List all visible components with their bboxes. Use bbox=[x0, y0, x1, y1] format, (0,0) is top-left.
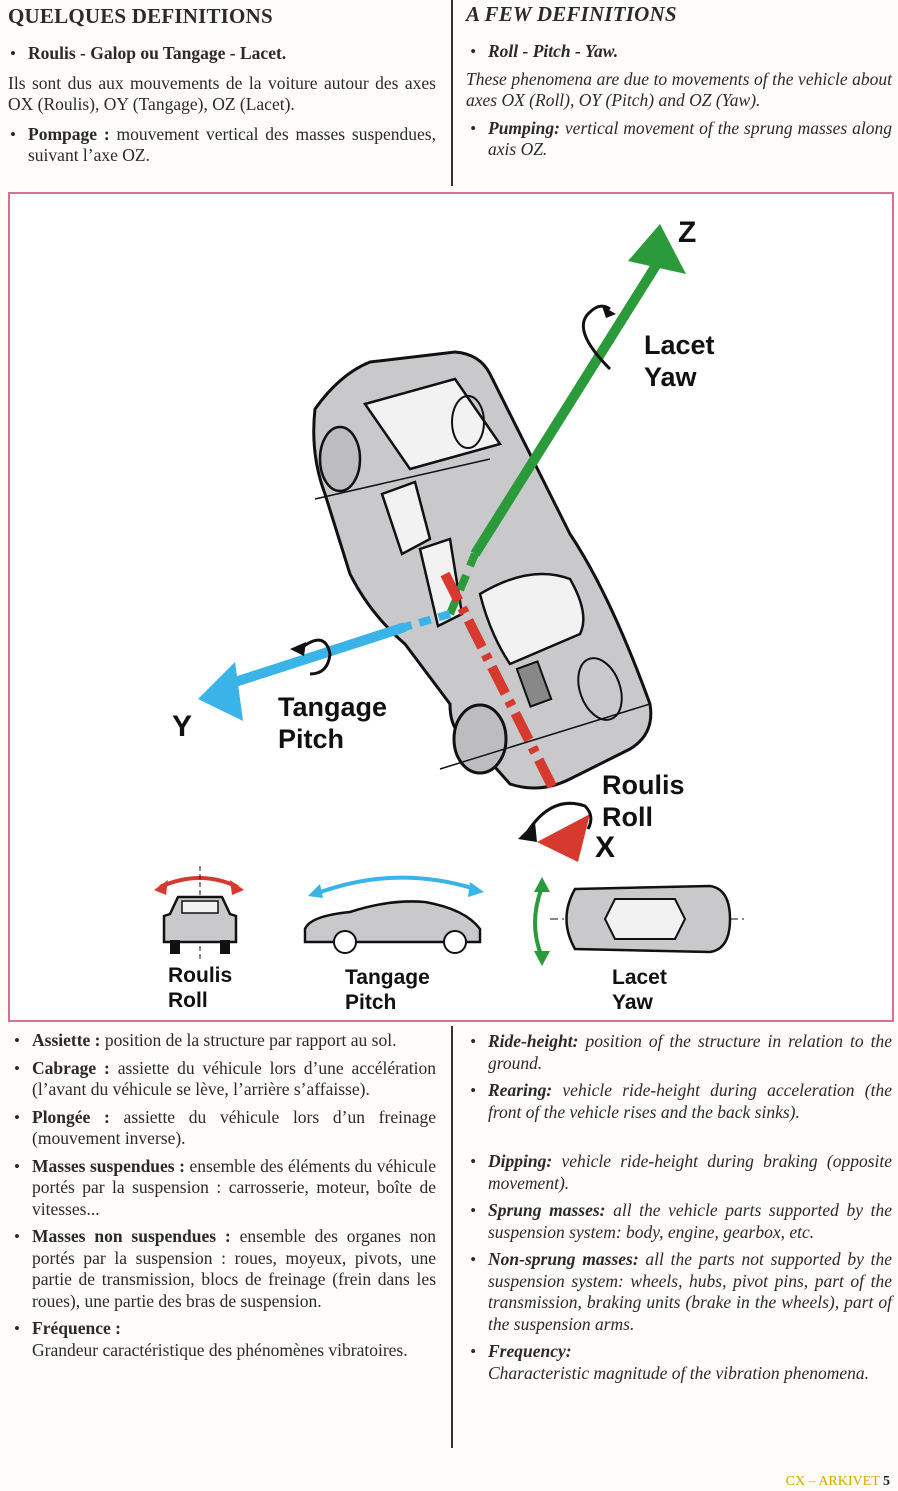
definition-rearing: Rearing: vehicle ride-height during acce… bbox=[466, 1080, 892, 1123]
definition-frequency-text: Characteristic magnitude of the vibratio… bbox=[488, 1362, 870, 1383]
small-roll-arrowhead-left bbox=[154, 880, 168, 895]
label-tangage: Tangage bbox=[278, 692, 387, 722]
definition-masses-suspendues: Masses suspendues : ensemble des élément… bbox=[12, 1156, 436, 1221]
definition-dipping: Dipping: vehicle ride-height during brak… bbox=[466, 1151, 892, 1194]
small-pitch-arrow bbox=[314, 875, 476, 896]
small-roll-window bbox=[181, 900, 219, 914]
small-label-pitch: Pitch bbox=[345, 991, 396, 1014]
roll-text-en: These phenomena are due to movements of … bbox=[466, 68, 892, 111]
label-pitch: Pitch bbox=[278, 724, 344, 754]
axes-diagram: Z Y X Lacet Yaw Tangage Pitch Roulis Rol… bbox=[8, 192, 894, 1022]
small-pitch-wheel-rear bbox=[333, 930, 357, 954]
roulis-title-fr: Roulis - Galop ou Tangage - Lacet. bbox=[8, 43, 436, 65]
front-axle-line bbox=[439, 703, 651, 770]
heading-en: A FEW DEFINITIONS bbox=[466, 2, 677, 26]
definition-ride-height: Ride-height: position of the structure i… bbox=[466, 1031, 892, 1074]
small-yaw-arrowhead-bottom bbox=[534, 951, 550, 966]
y-axis-hidden bbox=[403, 610, 452, 631]
small-pitch-arrowhead-left bbox=[308, 884, 323, 898]
side-window-rear bbox=[380, 480, 432, 556]
top-english-column: A FEW DEFINITIONS Roll - Pitch - Yaw. Th… bbox=[466, 2, 892, 161]
roll-rotation-arrowhead bbox=[518, 822, 537, 842]
z-axis-arrowhead bbox=[628, 224, 686, 274]
label-yaw: Yaw bbox=[644, 362, 698, 392]
bottom-english-column: Ride-height: position of the structure i… bbox=[466, 1031, 892, 1384]
top-french-column: QUELQUES DEFINITIONS Roulis - Galop ou T… bbox=[8, 4, 436, 167]
yaw-rotation-arrow bbox=[581, 304, 612, 371]
page-number: 5 bbox=[883, 1474, 890, 1489]
pitch-rotation-arrow bbox=[299, 638, 332, 676]
front-wheel-right bbox=[577, 657, 623, 721]
car-body bbox=[312, 350, 653, 790]
small-label-roulis: Roulis bbox=[168, 964, 232, 987]
roll-rotation-arrow bbox=[523, 801, 593, 837]
definition-assiette: Assiette : position de la structure par … bbox=[12, 1030, 436, 1052]
watermark: CX – ARKIVET bbox=[785, 1474, 880, 1489]
headlamp bbox=[515, 660, 553, 708]
small-label-lacet: Lacet bbox=[612, 966, 667, 989]
small-pitch-figure: Tangage Pitch bbox=[303, 875, 484, 1014]
z-axis-label: Z bbox=[678, 216, 696, 249]
definition-non-sprung-masses: Non-sprung masses: all the parts not sup… bbox=[466, 1249, 892, 1335]
rear-wheel-right bbox=[451, 395, 485, 449]
label-roulis: Roulis bbox=[602, 770, 685, 800]
footer: CX – ARKIVET 5 bbox=[786, 1474, 890, 1490]
small-yaw-roof bbox=[603, 898, 687, 940]
y-axis-arrowhead bbox=[198, 662, 243, 721]
pumping-en: Pumping: vertical movement of the sprung… bbox=[466, 118, 892, 161]
small-roll-figure: Roulis Roll bbox=[154, 866, 244, 1012]
x-axis-arrowhead bbox=[537, 814, 590, 862]
roulis-text-fr: Ils sont dus aux mouvements de la voitur… bbox=[8, 72, 436, 115]
small-label-tangage: Tangage bbox=[345, 966, 430, 989]
front-wheel-left bbox=[452, 703, 508, 775]
bottom-french-column: Assiette : position de la structure par … bbox=[8, 1030, 436, 1361]
small-label-roll: Roll bbox=[168, 989, 208, 1012]
y-axis-label: Y bbox=[172, 710, 192, 743]
definition-sprung-masses: Sprung masses: all the vehicle parts sup… bbox=[466, 1200, 892, 1243]
rear-window bbox=[362, 377, 503, 471]
axes-diagram-svg: Z Y X Lacet Yaw Tangage Pitch Roulis Rol… bbox=[154, 216, 748, 1014]
heading-fr: QUELQUES DEFINITIONS bbox=[8, 4, 273, 28]
pompage-fr: Pompage : mouvement vertical des masses … bbox=[8, 124, 436, 167]
yaw-rotation-arrowhead bbox=[602, 306, 616, 318]
rear-wheel-left bbox=[318, 425, 362, 493]
small-roll-arrowhead-right bbox=[230, 880, 244, 895]
x-axis-line bbox=[440, 571, 560, 795]
small-yaw-arrow bbox=[533, 886, 544, 958]
pitch-rotation-arrowhead bbox=[290, 642, 306, 656]
definition-cabrage: Cabrage : assiette du véhicule lors d’un… bbox=[12, 1058, 436, 1101]
z-axis-line bbox=[470, 256, 665, 557]
z-axis: Z bbox=[446, 216, 696, 616]
small-yaw-figure: Lacet Yaw bbox=[533, 877, 748, 1014]
rear-axle-line bbox=[314, 458, 491, 500]
y-axis: Y bbox=[172, 610, 452, 743]
z-axis-hidden bbox=[446, 552, 479, 616]
small-pitch-arrowhead-right bbox=[468, 882, 484, 897]
x-axis: X bbox=[440, 571, 615, 864]
small-roll-wheel-left bbox=[170, 940, 180, 954]
small-yaw-arrowhead-top bbox=[534, 877, 550, 892]
definition-plongee: Plongée : assiette du véhicule lors d’un… bbox=[12, 1107, 436, 1150]
column-divider-bottom bbox=[451, 1026, 453, 1448]
small-roll-wheel-right bbox=[220, 940, 230, 954]
definition-frequence-text: Grandeur caractéristique des phénomènes … bbox=[32, 1339, 408, 1360]
definition-frequency-term: Frequency: bbox=[466, 1341, 892, 1363]
roll-title-en: Roll - Pitch - Yaw. bbox=[466, 41, 892, 63]
definition-frequence-term: Fréquence : bbox=[12, 1318, 436, 1340]
windscreen bbox=[478, 572, 585, 666]
label-roll: Roll bbox=[602, 802, 653, 832]
small-pitch-wheel-front bbox=[443, 930, 467, 954]
y-axis-line bbox=[233, 622, 407, 687]
label-lacet: Lacet bbox=[644, 330, 715, 360]
small-roll-arrow bbox=[159, 876, 239, 889]
x-axis-label: X bbox=[595, 831, 615, 864]
column-divider-top bbox=[451, 0, 453, 186]
definition-masses-non-suspendues: Masses non suspendues : ensemble des org… bbox=[12, 1226, 436, 1312]
car-illustration bbox=[312, 350, 653, 790]
small-label-yaw: Yaw bbox=[612, 991, 654, 1014]
